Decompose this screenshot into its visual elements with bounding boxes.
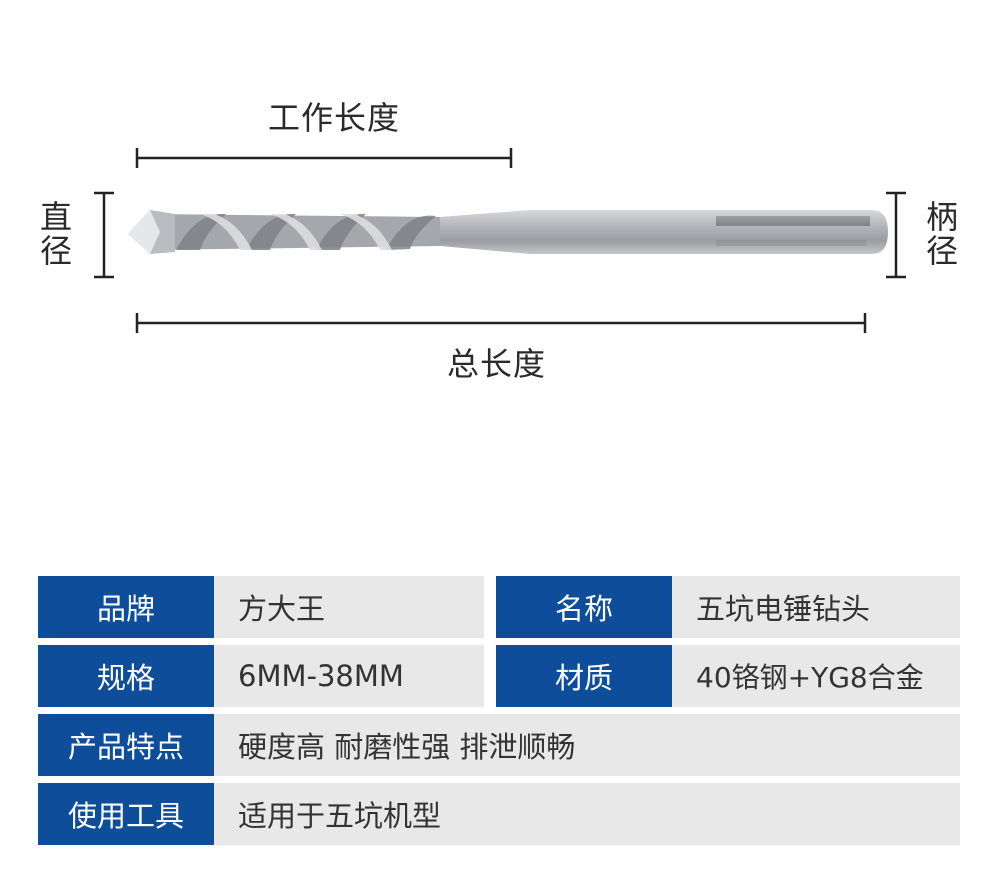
working-length-dimension: [135, 148, 513, 168]
brand-label: 品牌: [38, 576, 214, 638]
spec-row-size-material: 规格 6MM-38MM 材质 40铬钢+YG8合金: [38, 645, 960, 707]
spec-row-features: 产品特点 硬度高 耐磨性强 排泄顺畅: [38, 714, 960, 776]
brand-value: 方大王: [214, 576, 484, 638]
row-gap: [484, 645, 496, 707]
size-value: 6MM-38MM: [214, 645, 484, 707]
name-label: 名称: [496, 576, 672, 638]
total-length-label: 总长度: [447, 345, 547, 383]
material-label: 材质: [496, 645, 672, 707]
drill-dimension-diagram: 工作长度 总长度 直径 柄径: [0, 0, 990, 420]
total-length-dimension: [135, 313, 867, 333]
diameter-label-text: 直径: [39, 198, 72, 270]
shank-diameter-label: 柄径: [924, 200, 960, 268]
spec-row-brand-name: 品牌 方大王 名称 五坑电锤钻头: [38, 576, 960, 638]
spec-row-usage: 使用工具 适用于五坑机型: [38, 783, 960, 845]
diameter-label: 直径: [38, 200, 74, 268]
drill-svg: [94, 148, 906, 333]
features-value: 硬度高 耐磨性强 排泄顺畅: [214, 714, 960, 776]
material-value: 40铬钢+YG8合金: [672, 645, 960, 707]
diameter-bracket: [94, 191, 114, 279]
drill-bit: [128, 210, 888, 254]
usage-value: 适用于五坑机型: [214, 783, 960, 845]
shank-diameter-bracket: [886, 191, 906, 279]
name-value: 五坑电锤钻头: [672, 576, 960, 638]
working-length-label: 工作长度: [268, 99, 401, 137]
shank-diameter-label-text: 柄径: [925, 198, 958, 270]
row-gap: [484, 576, 496, 638]
size-label: 规格: [38, 645, 214, 707]
features-label: 产品特点: [38, 714, 214, 776]
usage-label: 使用工具: [38, 783, 214, 845]
